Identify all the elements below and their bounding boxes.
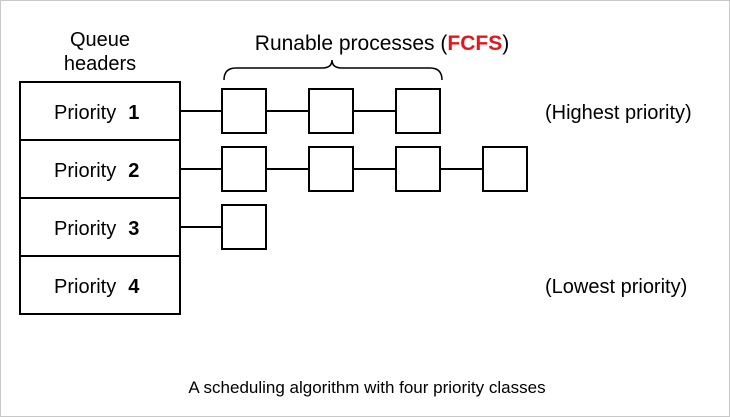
priority-note: (Lowest priority)	[545, 276, 687, 298]
queue-header-box	[19, 81, 181, 141]
priority-word: Priority	[54, 276, 116, 298]
runable-label-suffix: )	[502, 32, 509, 55]
process-box	[221, 204, 267, 250]
process-box	[308, 146, 354, 192]
process-box	[395, 146, 441, 192]
priority-note: (Highest priority)	[545, 102, 692, 124]
process-box	[221, 146, 267, 192]
priority-row-2: Priority 2	[19, 139, 528, 199]
priority-number: 2	[128, 160, 139, 182]
priority-row-1: Priority 1 (Highest priority)	[19, 81, 692, 141]
process-brace	[223, 59, 443, 81]
process-box	[221, 88, 267, 134]
process-box	[308, 88, 354, 134]
queue-headers-label-line1: Queue	[70, 29, 130, 51]
runable-label-prefix: Runable processes (	[255, 32, 448, 55]
priority-label: Priority 4	[54, 276, 140, 298]
process-box	[482, 146, 528, 192]
diagram-caption: A scheduling algorithm with four priorit…	[188, 378, 545, 397]
priority-number: 3	[128, 218, 139, 240]
priority-row-3: Priority 3	[19, 197, 267, 257]
priority-word: Priority	[54, 160, 116, 182]
priority-word: Priority	[54, 102, 116, 124]
queue-header-box	[19, 255, 181, 315]
fcfs-highlight: FCFS	[447, 32, 502, 55]
process-box	[395, 88, 441, 134]
priority-row-4: Priority 4 (Lowest priority)	[19, 255, 687, 315]
runable-processes-label: Runable processes (FCFS)	[255, 32, 509, 55]
priority-label: Priority 2	[54, 160, 139, 182]
queue-headers-label-line2: headers	[64, 53, 136, 75]
priority-word: Priority	[54, 218, 116, 240]
priority-number: 4	[128, 276, 140, 298]
priority-number: 1	[128, 102, 139, 124]
priority-label: Priority 3	[54, 218, 139, 240]
queue-header-box	[19, 139, 181, 199]
priority-label: Priority 1	[54, 102, 139, 124]
